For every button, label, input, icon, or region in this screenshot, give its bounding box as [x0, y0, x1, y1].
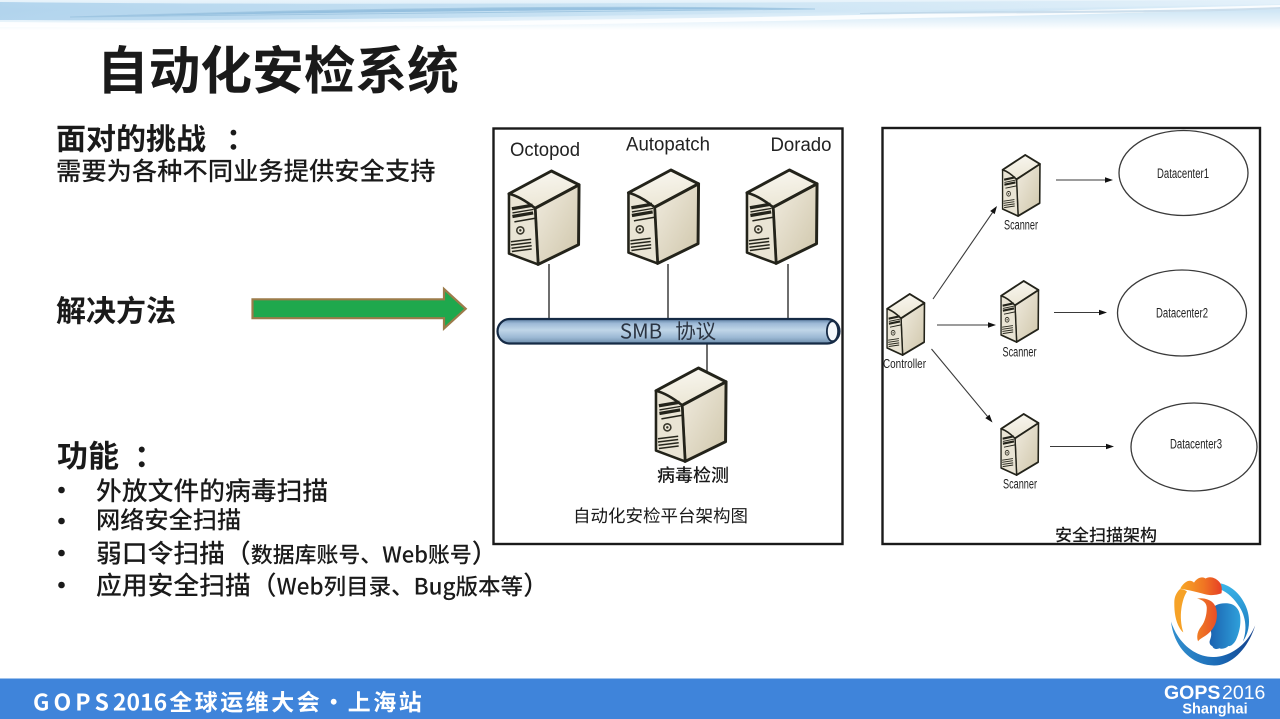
svg-text:Scanner: Scanner [1003, 345, 1037, 360]
svg-text:Datacenter3: Datacenter3 [1170, 437, 1222, 452]
svg-text:2016: 2016 [1222, 682, 1265, 704]
svg-text:Scanner: Scanner [1004, 218, 1038, 233]
svg-text:Dorado: Dorado [771, 135, 832, 156]
svg-text:Datacenter1: Datacenter1 [1157, 166, 1209, 181]
svg-text:Scanner: Scanner [1003, 477, 1037, 492]
svg-text:GOPS: GOPS [1164, 682, 1220, 704]
svg-text:Controller: Controller [883, 357, 926, 371]
svg-text:Datacenter2: Datacenter2 [1156, 306, 1208, 321]
svg-text:Autopatch: Autopatch [626, 135, 710, 156]
svg-text:Octopod: Octopod [510, 140, 580, 161]
svg-text:Shanghai: Shanghai [1182, 702, 1247, 718]
